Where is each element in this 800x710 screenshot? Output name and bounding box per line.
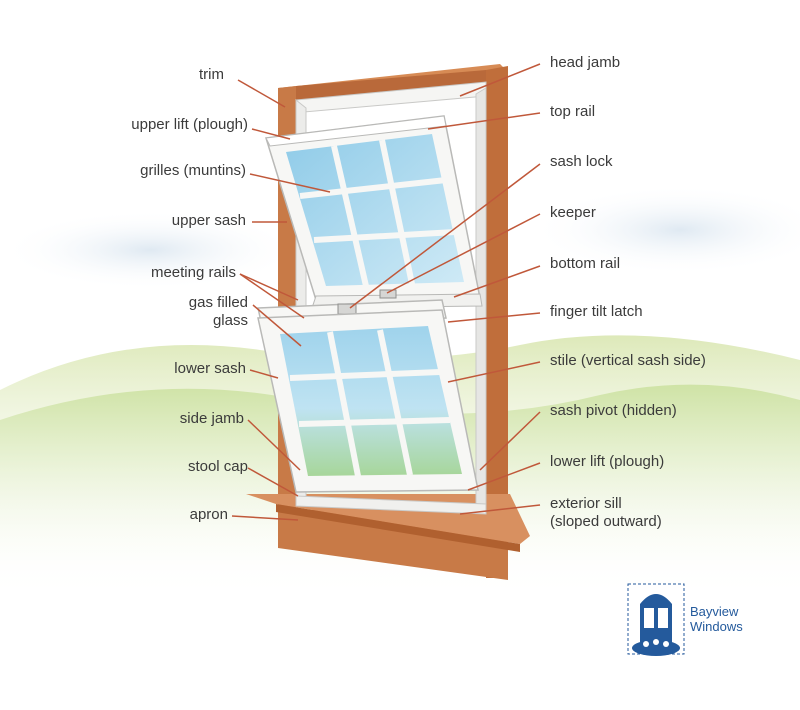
leader-gas-filled-glass — [252, 304, 302, 347]
label-lower-sash: lower sash — [174, 360, 246, 377]
leader-upper-lift — [251, 128, 291, 140]
leader-grilles — [249, 173, 331, 193]
label-stile: stile (vertical sash side) — [550, 352, 706, 369]
lower-sash — [257, 309, 479, 493]
label-apron: apron — [189, 506, 228, 523]
label-upper-lift: upper lift (plough) — [131, 116, 248, 133]
label-trim: trim — [199, 66, 224, 83]
label-stool-cap: stool cap — [187, 458, 248, 475]
label-meeting-rails: meeting rails — [150, 264, 236, 281]
label-head-jamb: head jamb — [550, 54, 621, 71]
label-sash-lock: sash lock — [550, 153, 613, 170]
label-sash-pivot: sash pivot (hidden) — [550, 402, 677, 419]
label-grilles: grilles (muntins) — [140, 162, 246, 179]
bayview-logo-icon — [627, 583, 685, 656]
leader-trim — [237, 79, 286, 108]
label-exterior-sill: exterior sill (sloped outward) — [550, 495, 662, 530]
leader-side-jamb — [247, 419, 301, 471]
leader-lines — [231, 63, 541, 521]
label-gas-filled-glass: gas filled glass — [188, 294, 248, 329]
brand-line-1: Bayview — [690, 604, 739, 619]
label-upper-sash: upper sash — [171, 212, 246, 229]
leader-stile — [447, 361, 541, 383]
label-finger-tilt-latch: finger tilt latch — [550, 303, 643, 320]
label-side-jamb: side jamb — [179, 410, 244, 427]
leader-top-rail — [427, 112, 541, 130]
leader-exterior-sill — [459, 504, 541, 515]
leader-sash-lock — [349, 163, 541, 309]
leader-apron — [231, 515, 299, 521]
leader-sash-pivot — [479, 411, 541, 471]
leader-finger-tilt-latch — [447, 312, 541, 323]
leader-head-jamb — [459, 63, 541, 97]
brand-line-2: Windows — [690, 619, 743, 634]
leader-meeting-rails-b — [239, 273, 305, 319]
label-lower-lift: lower lift (plough) — [550, 453, 665, 470]
label-top-rail: top rail — [550, 103, 596, 120]
label-keeper: keeper — [550, 204, 596, 221]
leader-meeting-rails-a — [239, 273, 299, 301]
leader-lower-lift — [467, 462, 541, 491]
label-bottom-rail: bottom rail — [550, 255, 621, 272]
leader-keeper — [386, 213, 541, 294]
upper-sash — [265, 115, 481, 301]
brand-name: Bayview Windows — [690, 604, 743, 634]
leader-lower-sash — [249, 369, 279, 379]
leader-bottom-rail — [453, 265, 541, 298]
leader-stool-cap — [247, 467, 299, 497]
